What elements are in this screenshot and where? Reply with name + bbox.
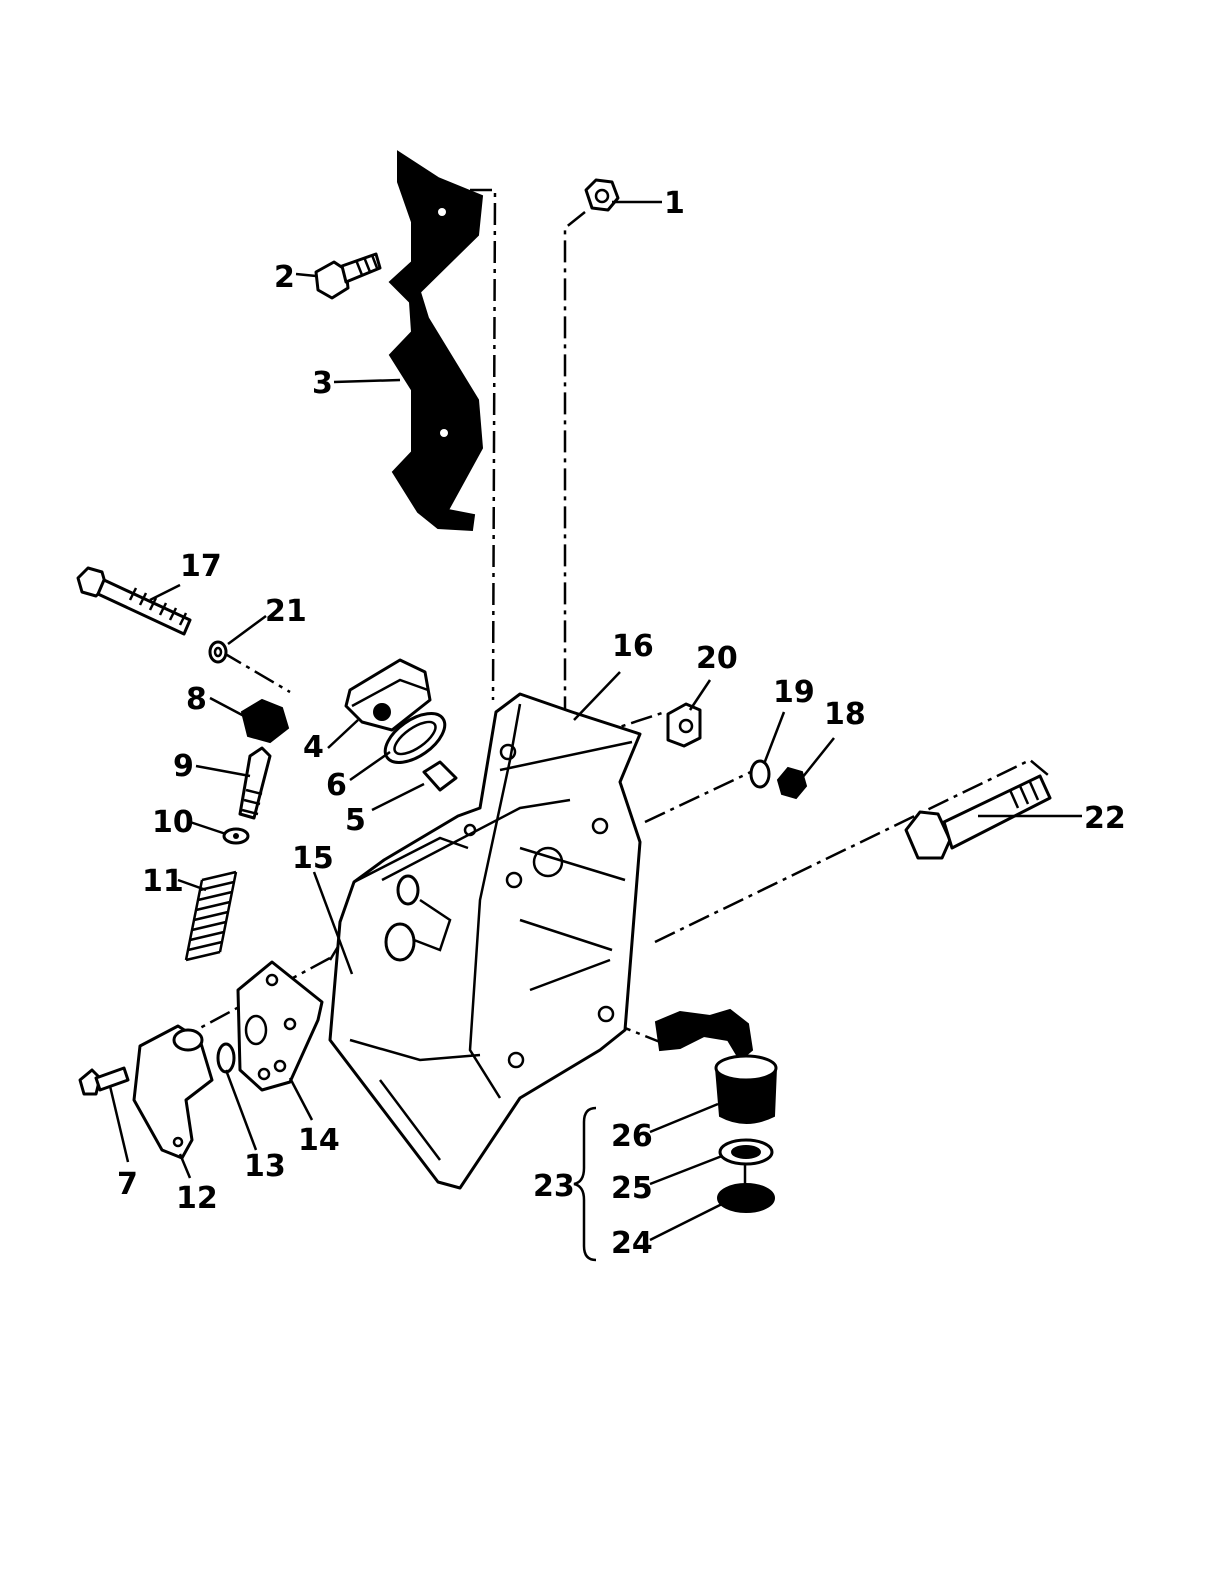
- callout-4: 4: [303, 730, 324, 765]
- callout-17: 17: [180, 549, 222, 584]
- gasket-icon: [238, 962, 322, 1090]
- clip-nut-icon: [668, 704, 700, 746]
- screw-icon: [80, 1068, 128, 1094]
- callout-20: 20: [696, 641, 738, 676]
- callout-1: 1: [664, 186, 685, 221]
- washer-icon: [224, 829, 248, 843]
- bushing-icon: [424, 762, 456, 790]
- callout-3: 3: [312, 366, 333, 401]
- callout-2: 2: [274, 260, 295, 295]
- bolt-icon: [78, 568, 190, 634]
- callout-9: 9: [173, 749, 194, 784]
- housing-icon: [330, 694, 640, 1188]
- callout-25: 25: [611, 1171, 653, 1206]
- nut-icon: [586, 180, 618, 210]
- callout-8: 8: [186, 682, 207, 717]
- washer-icon: [210, 642, 226, 662]
- cover-plate-icon: [134, 1026, 212, 1158]
- mount-base-icon: [718, 1184, 774, 1212]
- callout-14: 14: [298, 1123, 340, 1158]
- callout-11: 11: [142, 864, 184, 899]
- group-brace: [574, 1108, 596, 1260]
- callout-7: 7: [117, 1167, 138, 1202]
- callout-5: 5: [345, 803, 366, 838]
- callout-21: 21: [265, 594, 307, 629]
- callout-10: 10: [152, 805, 194, 840]
- washer-icon: [720, 1140, 772, 1164]
- bolt-icon: [316, 254, 380, 298]
- callout-16: 16: [612, 629, 654, 664]
- o-ring-icon: [218, 1044, 234, 1072]
- washer-icon: [751, 761, 769, 787]
- callout-26: 26: [611, 1119, 653, 1154]
- callout-23: 23: [533, 1169, 575, 1204]
- assembly-lines: [200, 190, 1048, 1185]
- nut-icon: [778, 768, 806, 798]
- callout-24: 24: [611, 1226, 653, 1261]
- callout-19: 19: [773, 675, 815, 710]
- callout-18: 18: [824, 697, 866, 732]
- bracket-icon: [390, 152, 482, 530]
- callout-12: 12: [176, 1181, 218, 1216]
- rod-icon: [240, 748, 270, 818]
- callout-15: 15: [292, 841, 334, 876]
- callout-13: 13: [244, 1149, 286, 1184]
- knob-icon: [242, 700, 288, 742]
- callout-22: 22: [1084, 801, 1126, 836]
- callout-6: 6: [326, 768, 347, 803]
